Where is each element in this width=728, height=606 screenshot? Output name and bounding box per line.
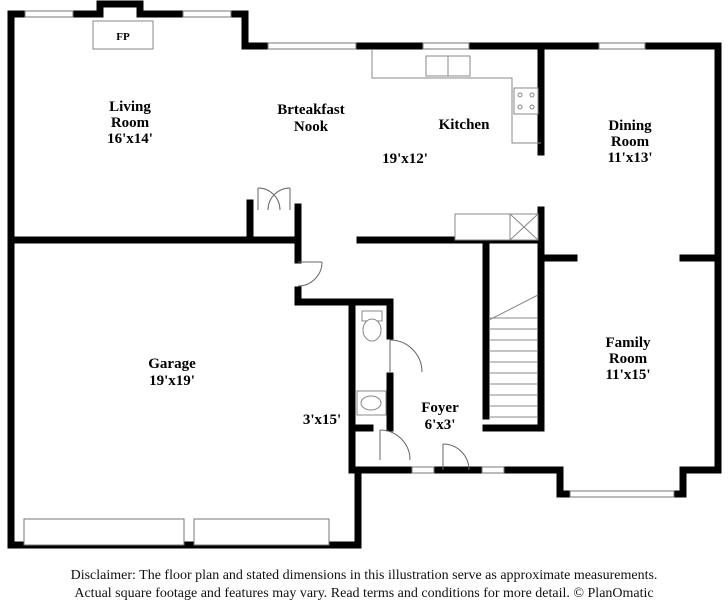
window-living-2 (182, 10, 232, 18)
windows (23, 10, 675, 546)
hall-dims: 3'x15' (303, 412, 341, 428)
interior-walls (7, 42, 722, 474)
powder-room-fixtures (356, 310, 387, 416)
family-room-dims: 11'x15' (605, 367, 650, 383)
foyer-dims: 6'x3' (425, 417, 456, 433)
breakfast-nook-name-1: Brteakfast (277, 102, 345, 118)
window-dining (598, 42, 646, 50)
disclaimer: Disclaimer: The floor plan and stated di… (0, 567, 728, 603)
living-room-dims: 16'x14' (107, 131, 153, 147)
floor-plan-drawing: FP Living Room 16'x14' Brteakfast Nook K… (7, 0, 722, 549)
doors (257, 187, 470, 471)
family-room-name-2: Room (609, 351, 648, 367)
window-kitchen (422, 42, 470, 50)
living-room-name-2: Room (111, 115, 150, 131)
dining-room-name-1: Dining (608, 118, 652, 134)
dining-room-dims: 11'x13' (607, 150, 652, 166)
garage-dims: 19'x19' (149, 373, 195, 389)
fireplace-label: FP (116, 31, 130, 43)
exterior-walls (7, 0, 722, 549)
foyer-name: Foyer (421, 400, 459, 416)
room-labels: FP Living Room 16'x14' Brteakfast Nook K… (107, 31, 652, 433)
kitchen-dims: 19'x12' (382, 151, 428, 167)
toilet-bowl (362, 318, 382, 342)
fireplace-box (92, 20, 154, 50)
window-family (569, 490, 675, 498)
pantry (454, 213, 511, 241)
kitchen-fixtures (371, 49, 541, 241)
window-living-1 (24, 10, 74, 18)
family-room-name-1: Family (606, 335, 651, 351)
stove (513, 87, 539, 115)
breakfast-nook-name-2: Nook (294, 119, 329, 135)
garage-name: Garage (148, 356, 196, 372)
kitchen-name: Kitchen (439, 117, 490, 133)
dining-room-name-2: Room (611, 134, 650, 150)
fireplace (92, 20, 154, 50)
window-foyer-left (411, 466, 435, 474)
window-foyer-right (481, 466, 505, 474)
garage-door-right (193, 518, 330, 546)
living-room-name-1: Living (109, 99, 151, 115)
window-nook (267, 42, 357, 50)
disclaimer-line-2: Actual square footage and features may v… (74, 586, 654, 601)
staircase (488, 294, 539, 418)
garage-door-left (23, 518, 185, 546)
disclaimer-line-1: Disclaimer: The floor plan and stated di… (70, 568, 658, 583)
